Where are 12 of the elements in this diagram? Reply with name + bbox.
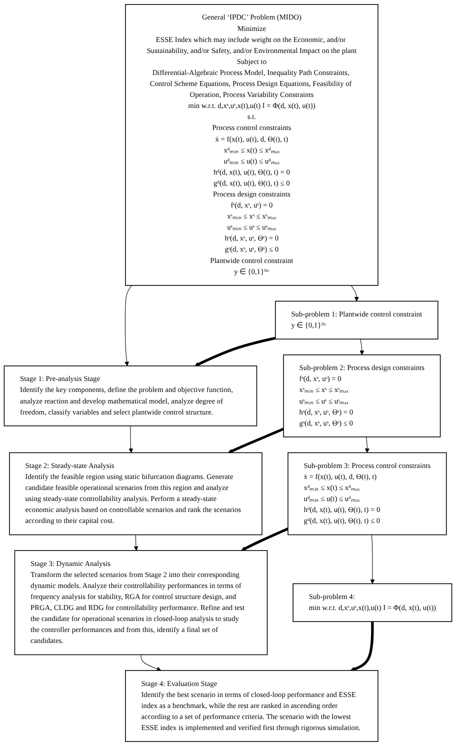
arrow (128, 426, 134, 453)
arrow (364, 436, 370, 453)
arrow (124, 285, 132, 366)
arrow (370, 534, 375, 584)
arrow (241, 528, 288, 551)
arrow (350, 285, 359, 302)
arrow (140, 654, 162, 672)
arrow (228, 428, 284, 454)
arrow (360, 338, 364, 356)
arrow (194, 336, 276, 366)
arrow (134, 534, 138, 551)
arrow (350, 622, 374, 672)
